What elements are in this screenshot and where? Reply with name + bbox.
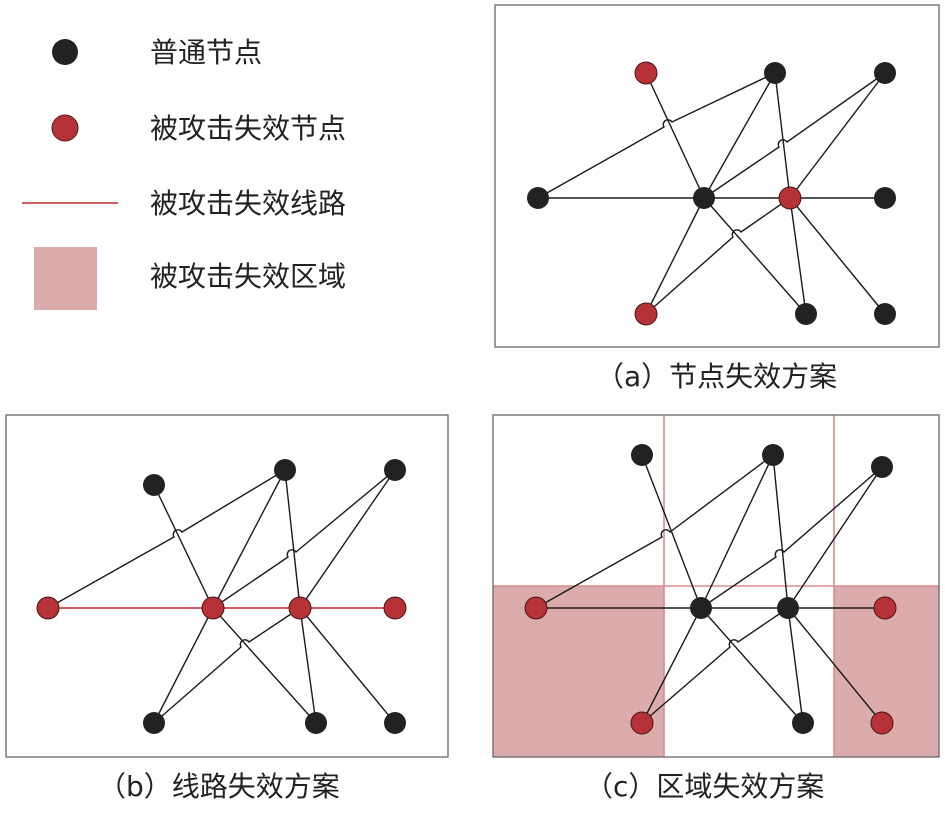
edge bbox=[703, 72, 886, 199]
normal-node bbox=[874, 303, 896, 325]
attacked-node bbox=[870, 711, 894, 735]
attacked-node bbox=[524, 596, 548, 620]
attacked-node bbox=[383, 596, 407, 620]
edge bbox=[212, 469, 396, 609]
edge bbox=[772, 454, 789, 609]
panel-a-caption: （a）节点失效方案 bbox=[596, 360, 837, 393]
normal-node bbox=[795, 303, 817, 325]
normal-node bbox=[874, 187, 896, 209]
panel-c-frame bbox=[492, 414, 940, 758]
legend-normal-node-icon bbox=[52, 39, 78, 65]
legend-attacked-node-icon bbox=[51, 114, 79, 142]
normal-node bbox=[690, 597, 712, 619]
edge bbox=[299, 607, 396, 724]
panel-c-caption: （c）区域失效方案 bbox=[585, 770, 824, 803]
edge bbox=[774, 72, 791, 199]
edge bbox=[787, 607, 883, 724]
legend: 普通节点 被攻击失效节点 被攻击失效线路 被攻击失效区域 bbox=[22, 36, 346, 310]
edge bbox=[789, 72, 886, 199]
edge bbox=[641, 607, 789, 724]
edge bbox=[645, 197, 791, 315]
panel-b-caption: （b）线路失效方案 bbox=[98, 770, 340, 803]
attacked-node bbox=[288, 596, 312, 620]
attacked-node bbox=[634, 61, 658, 85]
panel-b-frame bbox=[5, 414, 449, 758]
panel-b: （b）线路失效方案 bbox=[5, 414, 449, 803]
normal-node bbox=[693, 187, 715, 209]
normal-node bbox=[764, 62, 786, 84]
normal-node bbox=[874, 62, 896, 84]
normal-node bbox=[762, 444, 784, 466]
normal-node bbox=[274, 459, 296, 481]
attacked-node bbox=[36, 596, 60, 620]
edge bbox=[645, 197, 705, 315]
normal-node bbox=[792, 712, 814, 734]
panel-c-nodes bbox=[524, 444, 897, 735]
normal-node bbox=[143, 712, 165, 734]
edge bbox=[703, 72, 776, 199]
edge bbox=[641, 607, 702, 724]
normal-node bbox=[527, 187, 549, 209]
legend-attacked-region-icon bbox=[34, 247, 97, 310]
attacked-node bbox=[873, 596, 897, 620]
normal-node bbox=[871, 456, 893, 478]
edge bbox=[700, 454, 774, 609]
edge bbox=[153, 607, 214, 724]
normal-node bbox=[143, 474, 165, 496]
normal-node bbox=[384, 712, 406, 734]
legend-attacked-line-label: 被攻击失效线路 bbox=[150, 187, 346, 220]
panel-a-edges bbox=[537, 72, 890, 315]
normal-node bbox=[777, 597, 799, 619]
edge bbox=[299, 469, 396, 609]
panel-a-frame bbox=[494, 4, 940, 348]
attacked-node bbox=[778, 186, 802, 210]
panel-b-edges bbox=[47, 469, 396, 724]
attacked-node bbox=[201, 596, 225, 620]
edge bbox=[787, 466, 883, 609]
edge bbox=[537, 72, 776, 199]
attacked-node bbox=[630, 711, 654, 735]
attacked-node bbox=[634, 302, 658, 326]
panel-b-nodes bbox=[36, 459, 407, 734]
edge bbox=[787, 607, 804, 724]
normal-node bbox=[631, 444, 653, 466]
edge bbox=[153, 484, 214, 609]
edge bbox=[284, 469, 301, 609]
edge bbox=[153, 607, 301, 724]
edge bbox=[703, 197, 807, 315]
edge bbox=[535, 454, 774, 609]
panel-c-edges bbox=[535, 454, 885, 724]
panel-c-region-grid bbox=[493, 415, 939, 757]
normal-node bbox=[305, 712, 327, 734]
panel-c: （c）区域失效方案 bbox=[492, 414, 940, 803]
panel-a: （a）节点失效方案 bbox=[494, 4, 940, 393]
edge bbox=[645, 72, 705, 199]
normal-node bbox=[384, 459, 406, 481]
edge bbox=[700, 607, 804, 724]
legend-attacked-region-label: 被攻击失效区域 bbox=[150, 260, 346, 293]
edge bbox=[789, 197, 886, 315]
legend-attacked-node-label: 被攻击失效节点 bbox=[150, 112, 346, 145]
edge bbox=[212, 469, 286, 609]
edge bbox=[212, 607, 317, 724]
edge bbox=[700, 466, 883, 609]
legend-normal-node-label: 普通节点 bbox=[150, 36, 262, 69]
panel-a-nodes bbox=[527, 61, 896, 326]
edge bbox=[299, 607, 317, 724]
edge bbox=[789, 197, 807, 315]
edge bbox=[641, 454, 702, 609]
